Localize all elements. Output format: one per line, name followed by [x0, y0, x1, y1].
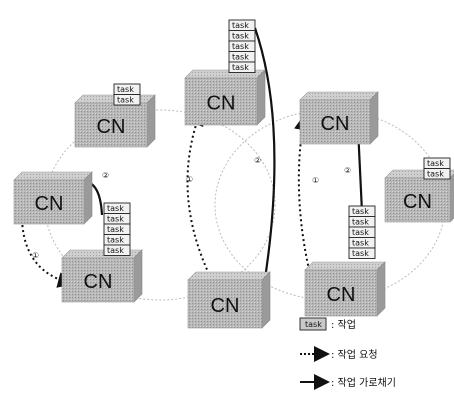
- task-label: task: [352, 239, 369, 248]
- step-two-right: ②: [344, 166, 351, 175]
- step-marker: ②: [344, 166, 351, 175]
- cn-label: CN: [207, 93, 236, 115]
- task-label: task: [107, 225, 124, 234]
- step-one-left: ①: [32, 251, 39, 260]
- step-marker: ②: [102, 171, 109, 180]
- cn-node-left: CN: [14, 172, 92, 224]
- cn-node-bottom-right: CN: [305, 262, 385, 316]
- step-marker: ①: [32, 251, 39, 260]
- task-label: task: [117, 85, 134, 94]
- legend-task-text: : 작업: [331, 318, 356, 331]
- legend: task : 작업 : 작업 요청 : 작업 가로채기: [300, 318, 396, 389]
- step-two-middle: ②: [254, 156, 261, 165]
- task-item: task: [114, 84, 140, 95]
- task-item: task: [104, 245, 130, 256]
- task-item: task: [424, 158, 450, 169]
- cn-label: CN: [327, 284, 356, 306]
- task-label: task: [107, 215, 124, 224]
- cn-node-bottom-middle: CN: [188, 272, 270, 328]
- task-label: task: [427, 159, 444, 168]
- task-item: task: [349, 238, 375, 249]
- cn-label: CN: [84, 271, 113, 293]
- task-stack-top-left: task task: [114, 84, 140, 105]
- task-item: task: [349, 227, 375, 238]
- task-label: task: [232, 63, 249, 72]
- cn-node-top-right: CN: [300, 92, 378, 144]
- step-one-middle: ①: [186, 175, 193, 184]
- cn-label: CN: [403, 191, 432, 213]
- task-label: task: [107, 204, 124, 213]
- task-item: task: [229, 31, 255, 42]
- step-two-left: ②: [102, 171, 109, 180]
- legend-steal-text: : 작업 가로채기: [331, 376, 396, 389]
- cn-label: CN: [321, 113, 350, 135]
- task-label: task: [232, 53, 249, 62]
- cn-node-top-middle: CN: [185, 70, 265, 125]
- cn-node-bottom-left: CN: [62, 250, 142, 302]
- task-label: task: [107, 236, 124, 245]
- task-label: task: [107, 246, 124, 255]
- task-item: task: [229, 41, 255, 52]
- task-label: task: [232, 21, 249, 30]
- task-item: task: [349, 206, 375, 217]
- step-marker: ①: [312, 176, 319, 185]
- legend-task-swatch-label: task: [305, 320, 322, 329]
- cn-label: CN: [211, 295, 240, 317]
- cn-label: CN: [97, 116, 126, 138]
- task-item: task: [349, 248, 375, 259]
- task-item: task: [104, 235, 130, 246]
- task-label: task: [352, 228, 369, 237]
- task-item: task: [114, 95, 140, 106]
- task-label: task: [117, 96, 134, 105]
- task-label: task: [232, 32, 249, 41]
- step-one-right: ①: [312, 176, 319, 185]
- task-item: task: [104, 203, 130, 214]
- task-stack-right: task task: [424, 158, 450, 179]
- task-label: task: [352, 249, 369, 258]
- cn-label: CN: [35, 193, 64, 215]
- task-item: task: [229, 20, 255, 31]
- legend-request-text: : 작업 요청: [331, 348, 378, 361]
- task-label: task: [427, 170, 444, 179]
- task-label: task: [352, 207, 369, 216]
- step-marker: ①: [186, 175, 193, 184]
- task-item: task: [229, 52, 255, 63]
- task-item: task: [349, 217, 375, 228]
- task-item: task: [104, 224, 130, 235]
- task-item: task: [229, 62, 255, 73]
- request-line-middle: [188, 113, 218, 292]
- task-item: task: [104, 214, 130, 225]
- task-item: task: [424, 169, 450, 180]
- task-label: task: [352, 218, 369, 227]
- step-marker: ②: [254, 156, 261, 165]
- task-label: task: [232, 42, 249, 51]
